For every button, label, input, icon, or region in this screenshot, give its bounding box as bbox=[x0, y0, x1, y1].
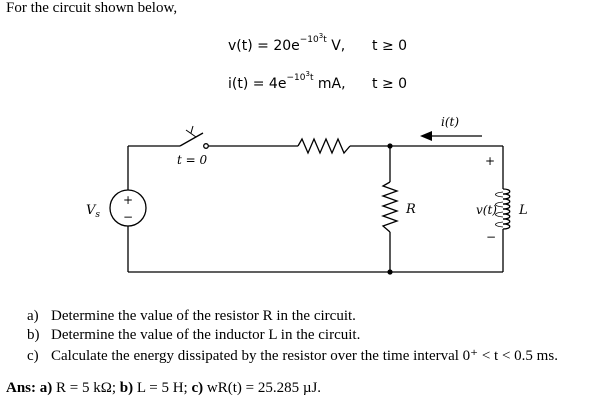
node-bottom bbox=[387, 269, 393, 275]
circuit-diagram: t = 0 Vs + − R i(t) v(t) + − L bbox=[86, 115, 528, 275]
question-a-label: a) bbox=[27, 308, 39, 324]
voltage-equation-lhs: v(t) = 20e bbox=[228, 38, 300, 54]
inductor-coil bbox=[495, 188, 511, 230]
voltage-source bbox=[109, 189, 147, 227]
inductor-label: L bbox=[518, 203, 528, 218]
question-c: c) Calculate the energy dissipated by the… bbox=[27, 346, 558, 365]
question-a-text: Determine the value of the resistor R in… bbox=[51, 308, 356, 324]
source-plus: + bbox=[123, 193, 133, 207]
voltage-equation: v(t) = 20e−103t V, bbox=[228, 32, 346, 54]
node-top bbox=[387, 143, 393, 149]
voltage-plus: + bbox=[485, 154, 495, 168]
answer-prefix: Ans: bbox=[6, 380, 37, 396]
resistor-r-label: R bbox=[405, 202, 416, 217]
voltage-exponent: −103t bbox=[299, 32, 327, 46]
switch-arrow bbox=[185, 125, 197, 138]
voltage-label: v(t) bbox=[476, 203, 497, 217]
current-arrow-head bbox=[420, 131, 432, 141]
question-b: b) Determine the value of the inductor L … bbox=[27, 327, 360, 344]
current-label: i(t) bbox=[441, 115, 459, 129]
switch-label: t = 0 bbox=[177, 153, 208, 167]
resistor-r bbox=[381, 181, 399, 233]
voltage-minus: − bbox=[486, 230, 496, 244]
current-equation: i(t) = 4e−103t mA, bbox=[228, 70, 346, 92]
question-b-text: Determine the value of the inductor L in… bbox=[51, 327, 361, 343]
answer-a-label: a) bbox=[39, 380, 53, 396]
voltage-condition: t ≥ 0 bbox=[372, 38, 408, 54]
answer-line: Ans: a) R = 5 kΩ; b) L = 5 H; c) wR(t) =… bbox=[6, 380, 321, 397]
current-condition: t ≥ 0 bbox=[372, 76, 408, 92]
series-resistor bbox=[297, 137, 351, 155]
answer-a: R = 5 kΩ; bbox=[56, 380, 117, 396]
intro-text: For the circuit shown below, bbox=[6, 0, 178, 16]
voltage-unit: V, bbox=[326, 38, 346, 54]
current-exponent: −103t bbox=[286, 70, 314, 84]
source-label: Vs bbox=[86, 203, 100, 220]
answer-c: wR(t) = 25.285 µJ. bbox=[206, 380, 322, 396]
question-c-text: Calculate the energy dissipated by the r… bbox=[51, 348, 558, 364]
switch-contact bbox=[203, 143, 209, 149]
answer-c-label: c) bbox=[191, 380, 204, 396]
question-c-label: c) bbox=[27, 348, 39, 364]
question-a: a) Determine the value of the resistor R … bbox=[27, 308, 356, 325]
current-unit: mA, bbox=[313, 76, 346, 92]
switch-blade bbox=[179, 132, 204, 147]
source-minus: − bbox=[123, 210, 133, 224]
answer-b: L = 5 H; bbox=[136, 380, 188, 396]
answer-b-label: b) bbox=[119, 380, 134, 396]
question-b-label: b) bbox=[27, 327, 40, 343]
current-equation-lhs: i(t) = 4e bbox=[228, 76, 287, 92]
